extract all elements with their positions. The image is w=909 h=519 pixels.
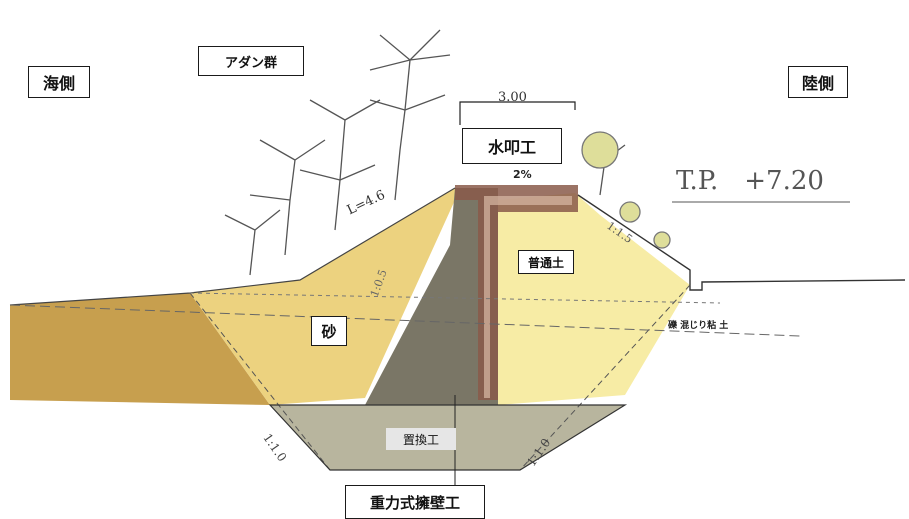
- water-cap-inner: [480, 196, 572, 398]
- gravel-clay-label: 礫 混じり粘 土: [668, 321, 729, 331]
- adan-group-label: アダン群: [198, 46, 304, 76]
- seaward-beach-fill: [10, 293, 270, 405]
- dimension-width: 3.00: [498, 90, 527, 105]
- strata-line-1: [9, 304, 801, 337]
- replacement-outline: [268, 404, 628, 471]
- ground-line-right: [577, 194, 906, 291]
- ground-line-left: [9, 187, 456, 306]
- land-side-label: 陸側: [788, 66, 848, 98]
- ordinary-soil-label: 普通土: [518, 250, 574, 274]
- sand-fill: [190, 188, 455, 405]
- excavation-line-left: [189, 292, 331, 471]
- water-cap-label: 水叩工: [462, 128, 562, 164]
- slope-percent: 2%: [513, 168, 532, 181]
- sea-side-label: 海側: [28, 66, 90, 98]
- excavation-line-right: [519, 284, 691, 471]
- ordinary-soil-fill: [498, 193, 690, 405]
- gravity-wall-label: 重力式擁壁工: [345, 485, 485, 519]
- replacement-label: 置換工: [386, 428, 456, 450]
- gravity-wall-body: [365, 188, 498, 405]
- adan-trees: [224, 29, 671, 276]
- strata-line-2: [189, 292, 721, 304]
- dimension-bracket: [459, 101, 576, 125]
- sand-label: 砂: [311, 316, 347, 346]
- tp-elevation: T.P. +7.20: [676, 166, 824, 196]
